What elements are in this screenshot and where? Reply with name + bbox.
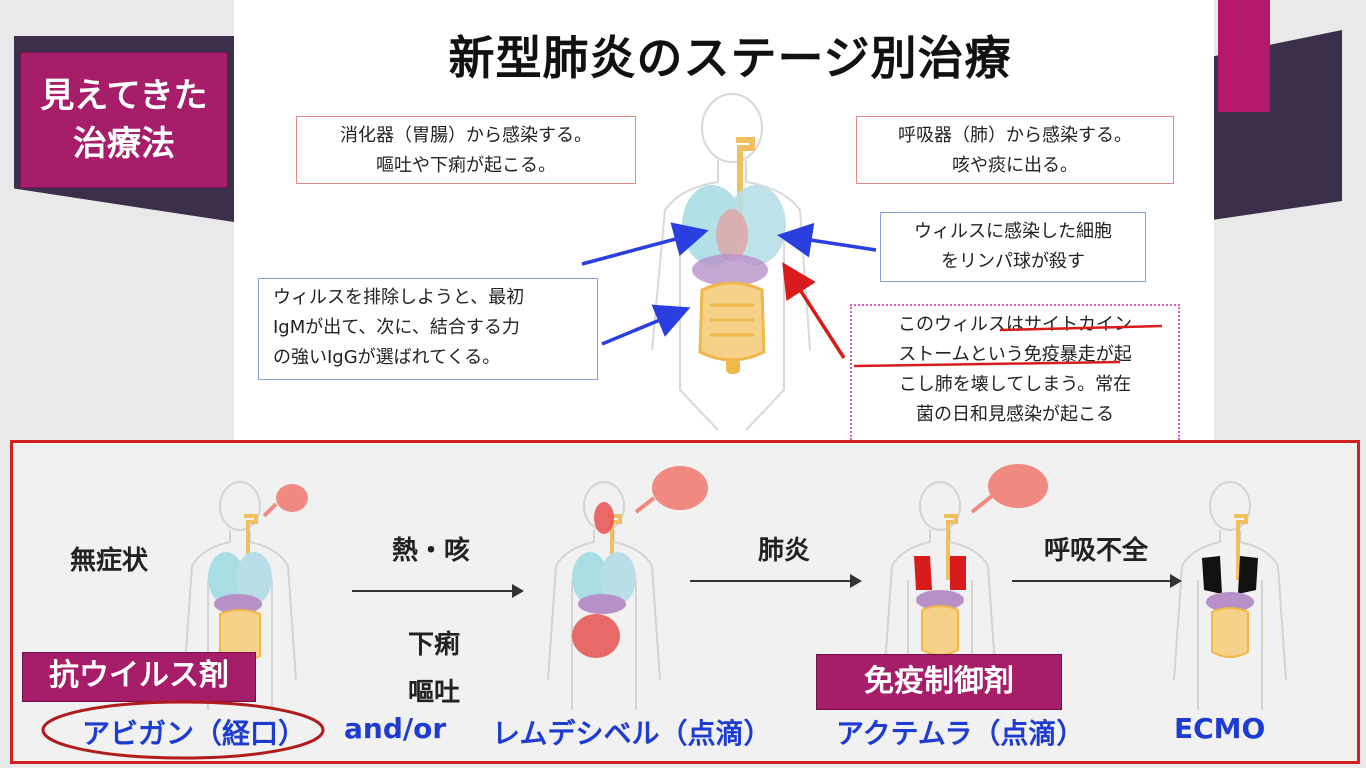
- body-figure-stage-2: [547, 466, 708, 710]
- antiviral-badge: 抗ウイルス剤: [22, 652, 256, 702]
- lymphocyte-note: ウィルスに感染した細胞 をリンパ球が殺す: [880, 212, 1146, 282]
- section-badge: 見えてきた 治療法: [20, 52, 228, 188]
- right-pink-stripe: [1218, 0, 1270, 112]
- cytokine-underline: [853, 324, 1163, 368]
- stage-arrow-3-head: [1170, 574, 1182, 588]
- stage-diarrhea: 下痢: [408, 630, 461, 660]
- drug-remdesivir: レムデシベル（点滴）: [492, 717, 772, 750]
- diagram-arrows: [581, 222, 877, 359]
- stage-arrow-2: [690, 580, 850, 582]
- stage-arrow-1-head: [512, 584, 524, 598]
- page-title: 新型肺炎のステージ別治療: [448, 31, 1012, 85]
- drug-actemra: アクテムラ（点滴）: [836, 717, 1085, 750]
- antibody-note: ウィルスを排除しようと、最初 IgMが出て、次に、結合する力 の強いIgGが選ば…: [258, 278, 598, 380]
- stage-fever-cough: 熱・咳: [392, 536, 471, 566]
- stage-pneumonia: 肺炎: [758, 536, 811, 566]
- avigan-circle: [41, 700, 325, 760]
- stage-arrow-2-head: [850, 574, 862, 588]
- badge-line-2: 治療法: [73, 124, 175, 164]
- cytokine-storm-note: このウィルスはサイトカイン ストームという免疫暴走が起 こし肺を壊してしまう。常…: [850, 304, 1180, 440]
- drug-andor: and/or: [344, 712, 447, 745]
- stage-arrow-1: [352, 590, 512, 592]
- stage-asymptomatic: 無症状: [70, 546, 149, 576]
- badge-line-1: 見えてきた: [40, 76, 208, 116]
- body-figure-main: [651, 93, 811, 431]
- immunomodulator-badge: 免疫制御剤: [816, 654, 1062, 710]
- stage-respiratory-failure: 呼吸不全: [1044, 536, 1149, 566]
- stage-vomit: 嘔吐: [408, 678, 461, 708]
- body-figure-stage-4: [1173, 481, 1287, 710]
- body-figure-stage-1: [183, 481, 308, 710]
- drug-avigan: アビガン（経口）: [82, 717, 307, 750]
- body-figure-stage-3: [883, 464, 1048, 710]
- respiratory-infection-note: 呼吸器（肺）から感染する。 咳や痰に出る。: [856, 116, 1174, 184]
- drug-ecmo: ECMO: [1174, 712, 1266, 745]
- stage-arrow-3: [1012, 580, 1172, 582]
- digestive-infection-note: 消化器（胃腸）から感染する。 嘔吐や下痢が起こる。: [296, 116, 636, 184]
